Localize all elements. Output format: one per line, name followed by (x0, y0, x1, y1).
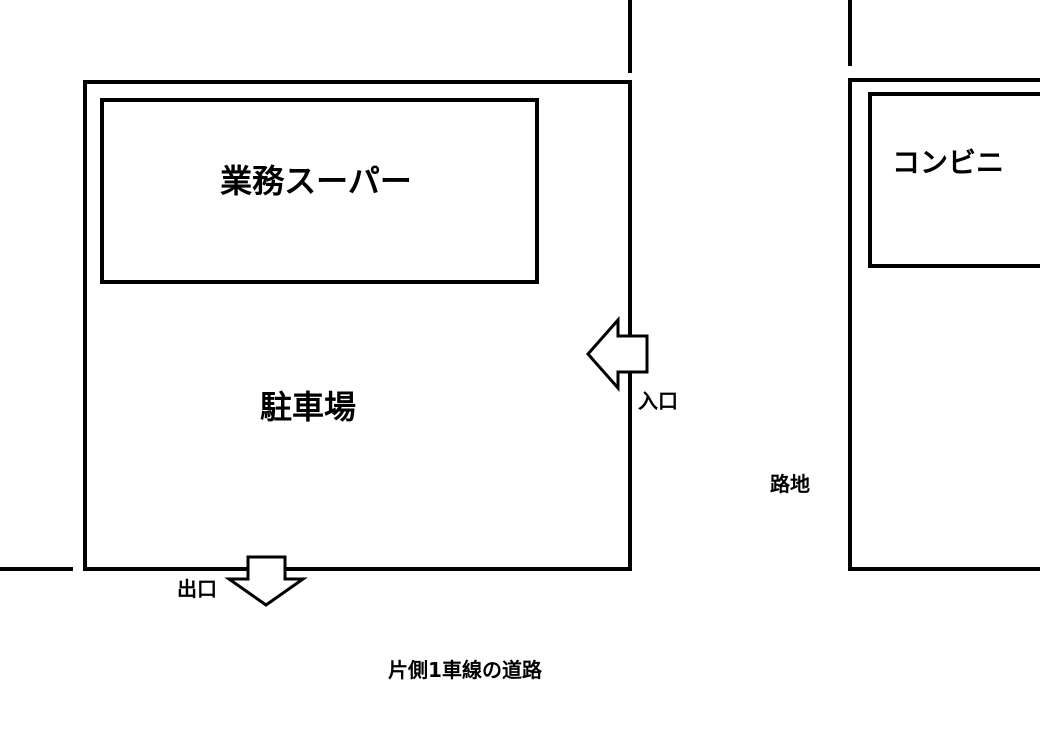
entrance-arrow-icon (585, 316, 649, 392)
exit-label: 出口 (177, 577, 217, 601)
convenience-store-lot (848, 78, 1040, 571)
parking-lot-boundary (83, 80, 632, 571)
supermarket-building (100, 98, 539, 284)
entrance-label: 入口 (638, 389, 678, 413)
convenience-store-building (868, 92, 1040, 268)
exit-arrow-icon (224, 555, 308, 607)
supermarket-label: 業務スーパー (220, 162, 412, 200)
parking-label: 駐車場 (260, 388, 356, 426)
alley-label: 路地 (770, 472, 810, 496)
road-label: 片側1車線の道路 (388, 658, 543, 682)
convenience-store-label: コンビニ (892, 146, 1004, 179)
